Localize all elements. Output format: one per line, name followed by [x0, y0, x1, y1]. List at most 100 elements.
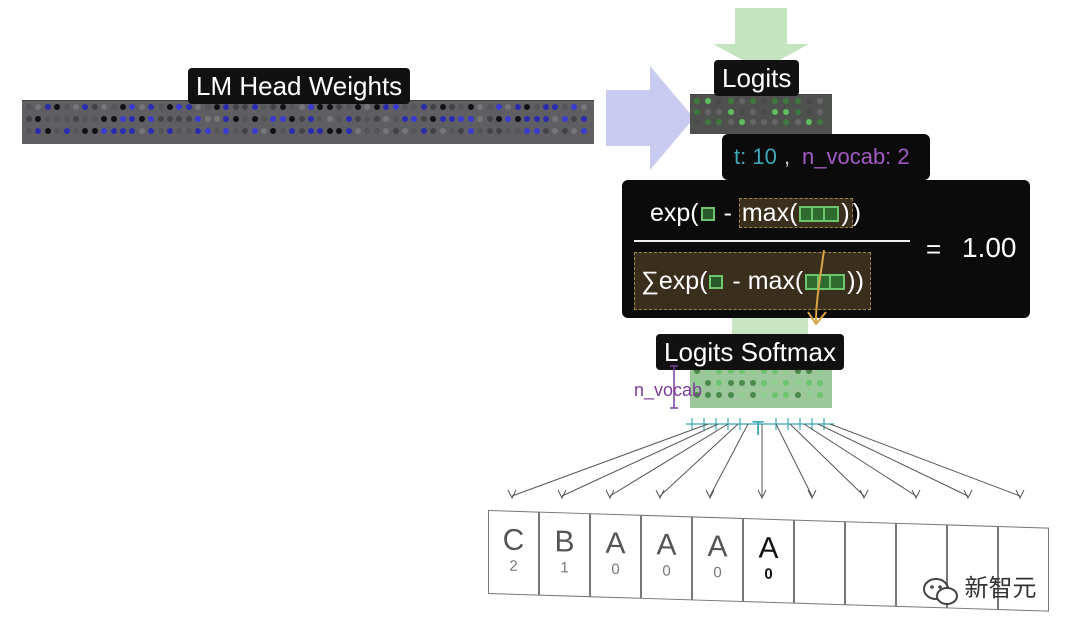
weight-dot	[157, 128, 164, 134]
weight-dot	[185, 116, 192, 122]
weight-dot	[91, 116, 98, 122]
softmax-formula: exp( - max()) ∑exp( - max()) = 1.00	[622, 180, 1030, 326]
weight-dot	[458, 128, 465, 134]
weight-dot	[336, 116, 343, 122]
weight-dot	[486, 128, 493, 134]
green-row-icon	[799, 206, 840, 223]
weight-dot	[533, 128, 540, 134]
weight-dot	[392, 104, 399, 110]
t-marker: T	[752, 418, 765, 440]
weight-dot	[749, 108, 756, 115]
weight-dot	[420, 116, 427, 122]
weight-dot	[63, 128, 70, 134]
weight-dot	[533, 104, 540, 110]
weight-dot	[73, 116, 79, 122]
weight-dot	[543, 116, 549, 122]
weight-dot	[749, 368, 756, 374]
green-row-icon	[805, 274, 846, 291]
weight-dot	[232, 104, 239, 110]
weight-dot	[138, 128, 145, 134]
weight-dot	[326, 104, 333, 110]
weight-dot	[552, 128, 559, 134]
weight-dot	[289, 104, 296, 110]
formula-numerator: exp( - max())	[650, 198, 862, 228]
weight-dot	[336, 104, 343, 110]
weight-dot	[571, 104, 578, 110]
tooltip-vocab: n_vocab: 2	[802, 144, 910, 169]
weight-dot	[580, 104, 587, 110]
weight-dot	[805, 380, 812, 386]
weight-dot	[794, 380, 801, 386]
token-index	[795, 533, 844, 535]
weight-dot	[749, 392, 756, 398]
weight-dot	[477, 116, 484, 122]
weight-dot	[727, 392, 734, 398]
weight-dot	[705, 119, 712, 126]
weight-dot	[308, 104, 314, 110]
weight-dot	[772, 119, 779, 126]
lm-head-label: LM Head Weights	[188, 68, 411, 104]
weight-dot	[794, 119, 801, 126]
weight-dot	[364, 128, 371, 134]
weight-dot	[101, 104, 108, 110]
weight-dot	[514, 104, 521, 110]
weight-dot	[816, 392, 823, 398]
lm-head-weights-bar	[22, 100, 594, 144]
green-cell-icon	[700, 207, 715, 222]
weight-dot	[716, 368, 723, 374]
weight-dot	[138, 104, 145, 110]
weight-dot	[761, 108, 767, 115]
token-index: 0	[662, 562, 671, 580]
weight-dot	[727, 108, 734, 115]
weight-dot	[326, 128, 333, 134]
weight-dot	[561, 128, 568, 134]
weight-dot	[727, 98, 734, 104]
weight-dot	[214, 128, 220, 134]
weight-dot	[44, 104, 51, 110]
n-vocab-label: n_vocab	[634, 380, 703, 400]
weight-dot	[524, 128, 531, 134]
orange-pointer-icon	[807, 250, 827, 326]
weight-dot	[816, 119, 823, 126]
weight-dot	[794, 108, 801, 115]
weight-dot	[467, 116, 474, 122]
weight-dot	[816, 108, 823, 115]
tooltip: t: 10 , n_vocab: 2	[722, 134, 930, 180]
weight-dot	[261, 128, 267, 134]
weight-dot	[783, 108, 790, 115]
weight-dot	[44, 116, 51, 122]
weight-dot	[439, 128, 446, 134]
weight-dot	[505, 104, 512, 110]
weight-dot	[298, 104, 305, 110]
weight-dot	[364, 104, 371, 110]
weight-dot	[705, 368, 712, 374]
weight-dot	[571, 128, 578, 134]
weight-dot	[496, 116, 502, 122]
weight-dot	[373, 104, 380, 110]
weight-dot	[772, 392, 779, 398]
weight-dot	[279, 104, 286, 110]
token-char	[897, 536, 946, 538]
weight-dot	[561, 116, 568, 122]
weight-dot	[505, 128, 512, 134]
weight-dot	[716, 98, 723, 104]
weight-dot	[232, 128, 239, 134]
logits-bar	[690, 94, 832, 134]
weight-dot	[317, 128, 324, 134]
weight-dot	[705, 380, 712, 386]
weight-dot	[54, 128, 61, 134]
weight-dot	[270, 128, 277, 134]
weight-dot	[91, 104, 98, 110]
weight-dot	[772, 108, 779, 115]
weight-dot	[298, 128, 305, 134]
weight-dot	[411, 128, 418, 134]
tooltip-t: t: 10	[734, 144, 777, 169]
weight-dot	[298, 116, 305, 122]
weight-dot	[101, 128, 108, 134]
weight-dot	[486, 104, 493, 110]
weight-dot	[167, 104, 173, 110]
weight-dot	[120, 104, 126, 110]
